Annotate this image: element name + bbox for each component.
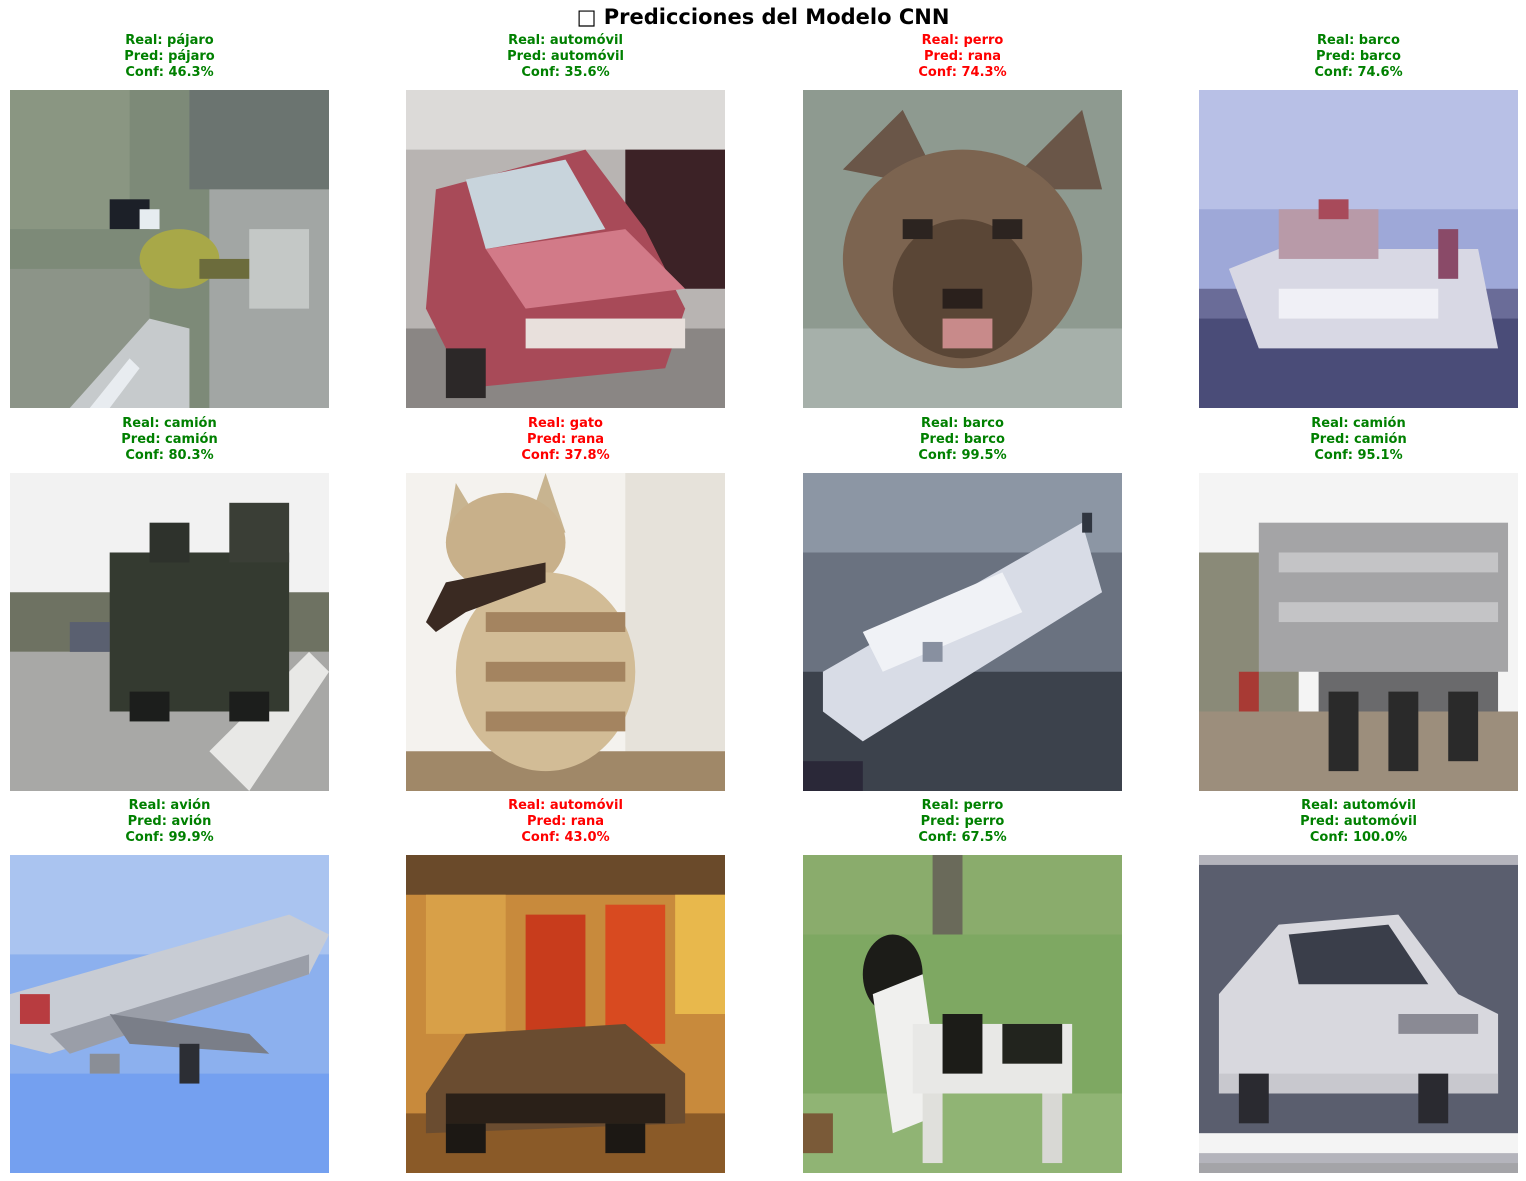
pred-label: Pred: perro bbox=[920, 814, 1005, 829]
real-label: Real: perro bbox=[921, 33, 1004, 48]
prediction-card: Real: avión Pred: avión Conf: 99.9% bbox=[10, 798, 329, 1173]
real-label: Real: camión bbox=[1311, 416, 1406, 431]
prediction-caption: Real: barco Pred: barco Conf: 74.6% bbox=[1199, 33, 1518, 81]
prediction-caption: Real: perro Pred: perro Conf: 67.5% bbox=[803, 798, 1122, 846]
prediction-card: Real: barco Pred: barco Conf: 74.6% bbox=[1199, 33, 1518, 408]
dog-face-photo bbox=[803, 90, 1122, 408]
confidence-label: Conf: 43.0% bbox=[521, 830, 610, 845]
prediction-caption: Real: pájaro Pred: pájaro Conf: 46.3% bbox=[10, 33, 329, 81]
bird-photo bbox=[10, 90, 329, 408]
prediction-card: Real: barco Pred: barco Conf: 99.5% bbox=[803, 416, 1122, 791]
pred-label: Pred: barco bbox=[1316, 49, 1401, 64]
real-label: Real: gato bbox=[527, 416, 603, 431]
dark-truck-photo bbox=[10, 473, 329, 791]
real-label: Real: automóvil bbox=[508, 798, 623, 813]
airplane-photo bbox=[10, 855, 329, 1173]
prediction-card: Real: camión Pred: camión Conf: 95.1% bbox=[1199, 416, 1518, 791]
prediction-caption: Real: camión Pred: camión Conf: 95.1% bbox=[1199, 416, 1518, 464]
confidence-label: Conf: 74.3% bbox=[918, 65, 1007, 80]
spotted-dog-photo bbox=[803, 855, 1122, 1173]
boat-photo bbox=[1199, 90, 1518, 408]
pred-label: Pred: pájaro bbox=[124, 49, 215, 64]
real-label: Real: automóvil bbox=[1301, 798, 1416, 813]
confidence-label: Conf: 99.5% bbox=[918, 448, 1007, 463]
figure-title: □ Predicciones del Modelo CNN bbox=[576, 5, 950, 29]
brown-car-photo bbox=[406, 855, 725, 1173]
pred-label: Pred: camión bbox=[1310, 432, 1407, 447]
pred-label: Pred: avión bbox=[127, 814, 212, 829]
prediction-caption: Real: avión Pred: avión Conf: 99.9% bbox=[10, 798, 329, 846]
prediction-card: Real: perro Pred: perro Conf: 67.5% bbox=[803, 798, 1122, 1173]
prediction-caption: Real: gato Pred: rana Conf: 37.8% bbox=[406, 416, 725, 464]
red-car-photo bbox=[406, 90, 725, 408]
cat-photo bbox=[406, 473, 725, 791]
prediction-caption: Real: barco Pred: barco Conf: 99.5% bbox=[803, 416, 1122, 464]
confidence-label: Conf: 67.5% bbox=[918, 830, 1007, 845]
prediction-card: Real: automóvil Pred: rana Conf: 43.0% bbox=[406, 798, 725, 1173]
prediction-card: Real: gato Pred: rana Conf: 37.8% bbox=[406, 416, 725, 791]
prediction-caption: Real: perro Pred: rana Conf: 74.3% bbox=[803, 33, 1122, 81]
confidence-label: Conf: 37.8% bbox=[521, 448, 610, 463]
pred-label: Pred: rana bbox=[924, 49, 1001, 64]
pred-label: Pred: rana bbox=[527, 814, 604, 829]
real-label: Real: barco bbox=[1317, 33, 1400, 48]
prediction-caption: Real: camión Pred: camión Conf: 80.3% bbox=[10, 416, 329, 464]
real-label: Real: camión bbox=[122, 416, 217, 431]
prediction-card: Real: automóvil Pred: automóvil Conf: 10… bbox=[1199, 798, 1518, 1173]
real-label: Real: avión bbox=[128, 798, 211, 813]
white-ship-photo bbox=[803, 473, 1122, 791]
confidence-label: Conf: 95.1% bbox=[1314, 448, 1403, 463]
confidence-label: Conf: 74.6% bbox=[1314, 65, 1403, 80]
prediction-card: Real: perro Pred: rana Conf: 74.3% bbox=[803, 33, 1122, 408]
pred-label: Pred: automóvil bbox=[1300, 814, 1417, 829]
real-label: Real: barco bbox=[921, 416, 1004, 431]
prediction-caption: Real: automóvil Pred: automóvil Conf: 10… bbox=[1199, 798, 1518, 846]
pred-label: Pred: rana bbox=[527, 432, 604, 447]
prediction-card: Real: camión Pred: camión Conf: 80.3% bbox=[10, 416, 329, 791]
pred-label: Pred: camión bbox=[121, 432, 218, 447]
prediction-card: Real: pájaro Pred: pájaro Conf: 46.3% bbox=[10, 33, 329, 408]
pred-label: Pred: automóvil bbox=[507, 49, 624, 64]
white-car-photo bbox=[1199, 855, 1518, 1173]
real-label: Real: pájaro bbox=[125, 33, 214, 48]
prediction-caption: Real: automóvil Pred: automóvil Conf: 35… bbox=[406, 33, 725, 81]
confidence-label: Conf: 80.3% bbox=[125, 448, 214, 463]
confidence-label: Conf: 99.9% bbox=[125, 830, 214, 845]
pred-label: Pred: barco bbox=[920, 432, 1005, 447]
confidence-label: Conf: 100.0% bbox=[1309, 830, 1408, 845]
confidence-label: Conf: 46.3% bbox=[125, 65, 214, 80]
prediction-card: Real: automóvil Pred: automóvil Conf: 35… bbox=[406, 33, 725, 408]
real-label: Real: automóvil bbox=[508, 33, 623, 48]
grey-truck-photo bbox=[1199, 473, 1518, 791]
prediction-caption: Real: automóvil Pred: rana Conf: 43.0% bbox=[406, 798, 725, 846]
real-label: Real: perro bbox=[921, 798, 1004, 813]
confidence-label: Conf: 35.6% bbox=[521, 65, 610, 80]
